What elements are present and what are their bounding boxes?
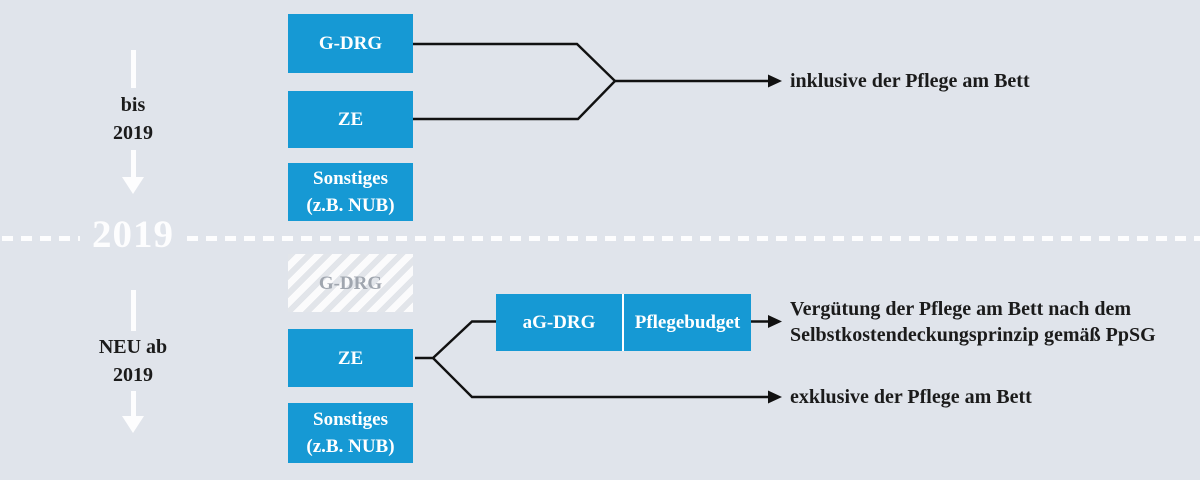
box-sonstiges-after-line2: (z.B. NUB) (306, 436, 395, 457)
box-agdrg-pflegebudget: aG-DRG Pflegebudget (496, 294, 751, 351)
annotation-verguetung-line2: Selbstkostendeckungsprinzip gemäß PpSG (790, 324, 1156, 346)
box-gdrg-before-label: G-DRG (318, 33, 383, 54)
period-label-before-line2: 2019 (113, 122, 153, 144)
branch-line-upper (415, 320, 496, 360)
annotation-inklusive: inklusive der Pflege am Bett (790, 70, 1030, 92)
branch-line-lower (432, 357, 768, 399)
box-gdrg-after-label: G-DRG (318, 272, 383, 294)
box-ze-after-label: ZE (337, 347, 364, 369)
annotation-verguetung: Vergütung der Pflege am Bett nach dem Se… (790, 296, 1156, 348)
box-agdrg-label: aG-DRG (522, 311, 596, 333)
period-label-before: bis 2019 (58, 91, 208, 147)
down-arrow-icon (122, 177, 144, 194)
period-label-after-line1: NEU ab (98, 336, 168, 358)
box-sonstiges-before: Sonstiges (z.B. NUB) (288, 163, 413, 221)
box-pflegebudget-label: Pflegebudget (634, 311, 741, 333)
divider-year-label: 2019 (92, 213, 174, 256)
annotation-exklusive: exklusive der Pflege am Bett (790, 386, 1032, 408)
divider-dashed-line-right (187, 236, 1200, 241)
merge-line-top (413, 42, 617, 121)
arrowhead-bottom (768, 390, 782, 404)
box-sonstiges-after: Sonstiges (z.B. NUB) (288, 403, 413, 463)
box-sonstiges-before-line1: Sonstiges (313, 168, 388, 189)
divider-dashed-line-left (2, 236, 80, 241)
period-label-after-line2: 2019 (113, 364, 153, 386)
period-label-after: NEU ab 2019 (58, 333, 208, 389)
box-gdrg-before: G-DRG (288, 14, 413, 73)
timeline-arrow-bottom-segment2 (131, 391, 136, 416)
arrowhead-top (768, 74, 782, 88)
down-arrow-icon (122, 416, 144, 433)
annotation-verguetung-line1: Vergütung der Pflege am Bett nach dem (790, 298, 1132, 320)
box-ze-before: ZE (288, 91, 413, 148)
timeline-arrow-top-segment2 (131, 150, 136, 177)
box-ze-after: ZE (288, 329, 413, 387)
box-ze-before-label: ZE (337, 109, 364, 130)
box-sonstiges-before-line2: (z.B. NUB) (306, 195, 395, 216)
arrowhead-mid (768, 315, 782, 328)
timeline-arrow-top-segment (131, 50, 136, 88)
box-agdrg: aG-DRG (496, 294, 622, 351)
timeline-arrow-bottom-segment (131, 290, 136, 331)
box-sonstiges-after-line1: Sonstiges (313, 409, 388, 430)
box-gdrg-after-hatched: G-DRG (288, 254, 413, 312)
box-pflegebudget: Pflegebudget (624, 294, 751, 351)
period-label-before-line1: bis (120, 94, 146, 116)
